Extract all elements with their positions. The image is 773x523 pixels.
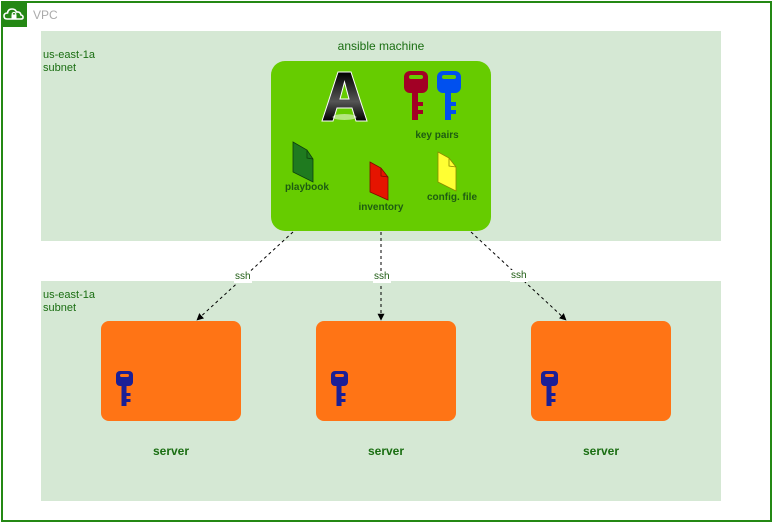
ssh-label-1: ssh	[234, 271, 252, 283]
server-1	[101, 321, 241, 421]
ssh-label-2: ssh	[373, 271, 391, 283]
server-2	[316, 321, 456, 421]
playbook-label: playbook	[285, 182, 329, 193]
ansible-machine-title: ansible machine	[337, 39, 425, 53]
config-file-label: config. file	[427, 192, 477, 203]
vpc-label: VPC	[33, 8, 58, 22]
server-3-label: server	[582, 444, 620, 458]
inventory-label: inventory	[358, 202, 404, 213]
server-3	[531, 321, 671, 421]
subnet-bottom-label: us-east-1a subnet	[43, 289, 95, 314]
key-pairs-label: key pairs	[415, 130, 459, 141]
server-2-label: server	[367, 444, 405, 458]
key-icon	[116, 371, 133, 406]
ssh-label-3: ssh	[510, 270, 528, 282]
key-icon	[541, 371, 558, 406]
subnet-top-label: us-east-1a subnet	[43, 49, 95, 74]
cloud-lock-icon	[1, 1, 27, 27]
server-1-label: server	[152, 444, 190, 458]
key-icon	[331, 371, 348, 406]
